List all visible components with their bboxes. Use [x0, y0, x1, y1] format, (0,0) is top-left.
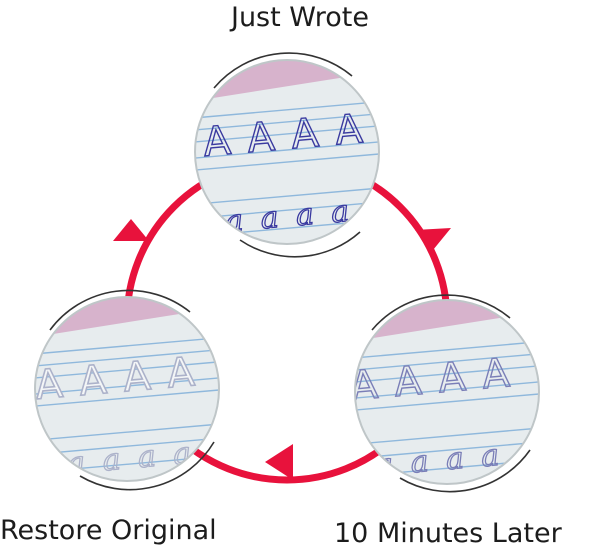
arrow-top-left-icon [113, 219, 149, 241]
magnifier-restore-original: A A A A a a a a [34, 289, 220, 491]
magnifier-10-minutes-later: A A A A a a a a [354, 294, 540, 493]
stage-label-just-wrote: Just Wrote [230, 2, 370, 33]
arrow-top-right-icon [415, 228, 451, 250]
notebook-header [195, 60, 379, 103]
magnifier-paper [35, 297, 219, 481]
notebook-header [35, 297, 219, 339]
ruled-lines [195, 99, 379, 238]
stage-label-restore-original: Restore Original [0, 515, 217, 546]
stage-label-10-minutes-later: 10 Minutes Later [334, 518, 562, 549]
magnifier-just-wrote: A A A A a a a a [194, 52, 380, 258]
arrow-bottom-icon [265, 444, 293, 480]
notebook-header [355, 300, 539, 343]
